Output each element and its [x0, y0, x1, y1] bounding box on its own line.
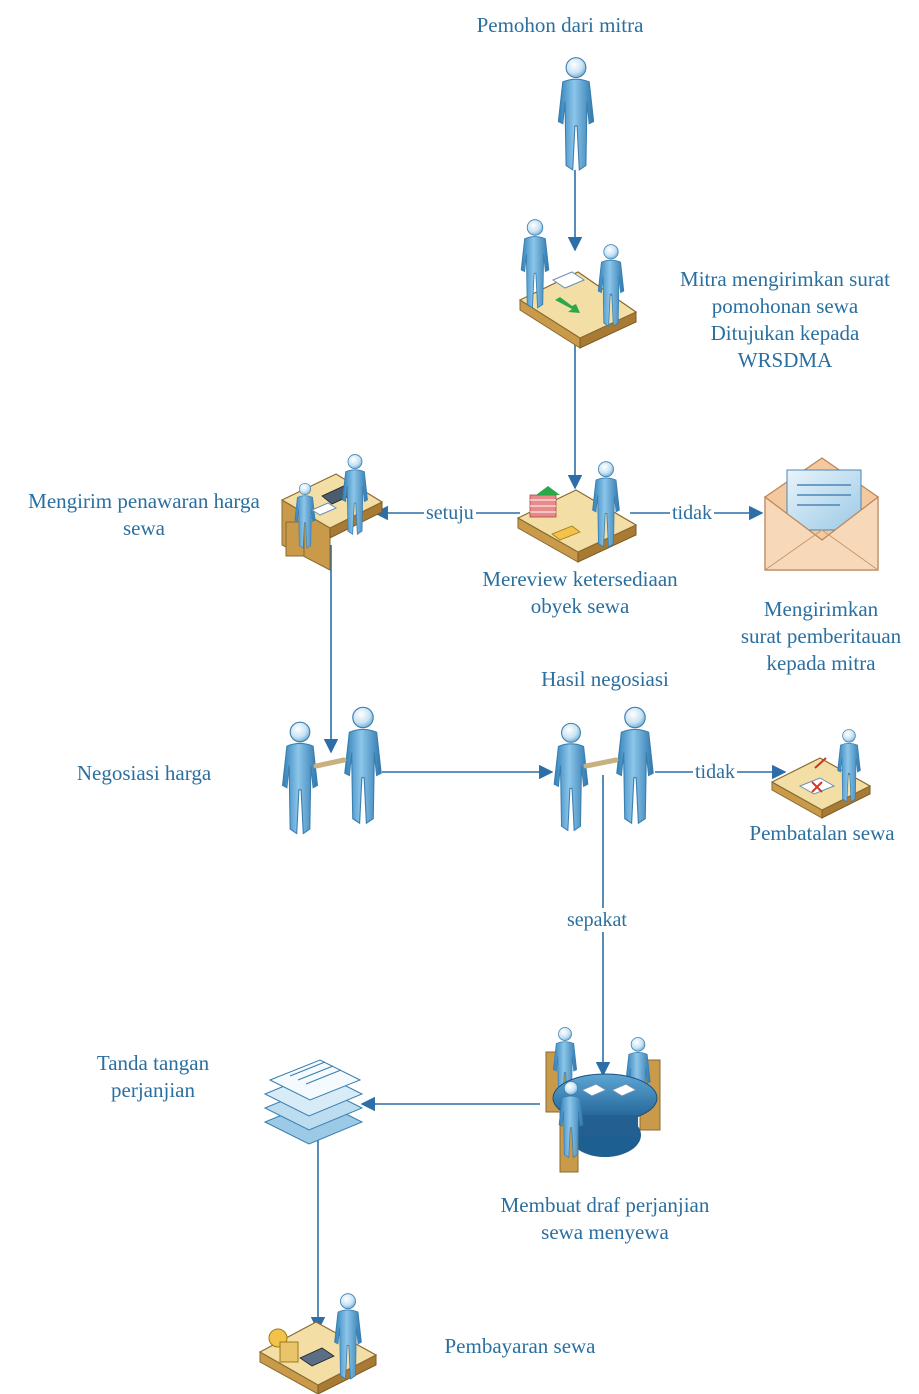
label-line: WRSDMA — [737, 348, 833, 372]
label-pembatalan: Pembatalan sewa — [749, 821, 895, 845]
edge-label-tidak-nego: tidak — [693, 760, 737, 784]
label-draf: Membuat draf perjanjian sewa menyewa — [470, 1192, 740, 1246]
label-hasil: Hasil negosiasi — [541, 667, 669, 691]
handover-desk-icon — [518, 219, 638, 349]
cancel-desk-icon — [770, 729, 872, 819]
reviewer-desk-icon — [516, 461, 638, 563]
label-penawaran: Mengirim penawaran harga sewa — [0, 488, 288, 542]
handshake-icon — [281, 706, 382, 835]
meeting-table-icon — [545, 1027, 661, 1173]
label-line: Mengirim penawaran harga — [28, 489, 260, 513]
label-line: sewa menyewa — [541, 1220, 669, 1244]
label-bayar: Pembayaran sewa — [444, 1334, 596, 1358]
label-line: Ditujukan kepada — [710, 321, 860, 345]
label-pemberitahuan: Mengirimkan surat pemberitauan kepada mi… — [716, 596, 919, 677]
label-pemohon: Pemohon dari mitra — [476, 13, 644, 37]
person-icon — [557, 57, 595, 171]
label-line: obyek sewa — [530, 594, 630, 618]
label-line: Membuat draf perjanjian — [500, 1193, 710, 1217]
label-line: pomohonan sewa — [711, 294, 859, 318]
label-line: sewa — [123, 516, 165, 540]
edge-label-sepakat: sepakat — [565, 908, 629, 932]
label-line: Mereview ketersediaan — [482, 567, 678, 591]
handshake-icon — [553, 706, 654, 831]
edge-label-setuju: setuju — [424, 501, 476, 525]
label-line: perjanjian — [111, 1078, 195, 1102]
label-line: Mitra mengirimkan surat — [680, 267, 890, 291]
label-line: surat pemberitauan — [740, 624, 902, 648]
edge-label-tidak-review: tidak — [670, 501, 714, 525]
label-line: Tanda tangan — [96, 1051, 210, 1075]
label-kirim-surat: Mitra mengirimkan surat pomohonan sewa D… — [650, 266, 919, 374]
envelope-icon — [764, 457, 879, 571]
payment-desk-icon — [258, 1293, 378, 1394]
label-negosiasi: Negosiasi harga — [76, 761, 212, 785]
document-stack-icon — [263, 1059, 364, 1145]
label-line: kepada mitra — [766, 651, 876, 675]
worker-desk-icon — [280, 454, 384, 571]
label-review: Mereview ketersediaan obyek sewa — [455, 566, 705, 620]
label-line: Mengirimkan — [763, 597, 879, 621]
label-ttd: Tanda tangan perjanjian — [60, 1050, 246, 1104]
connectors — [310, 170, 787, 1332]
